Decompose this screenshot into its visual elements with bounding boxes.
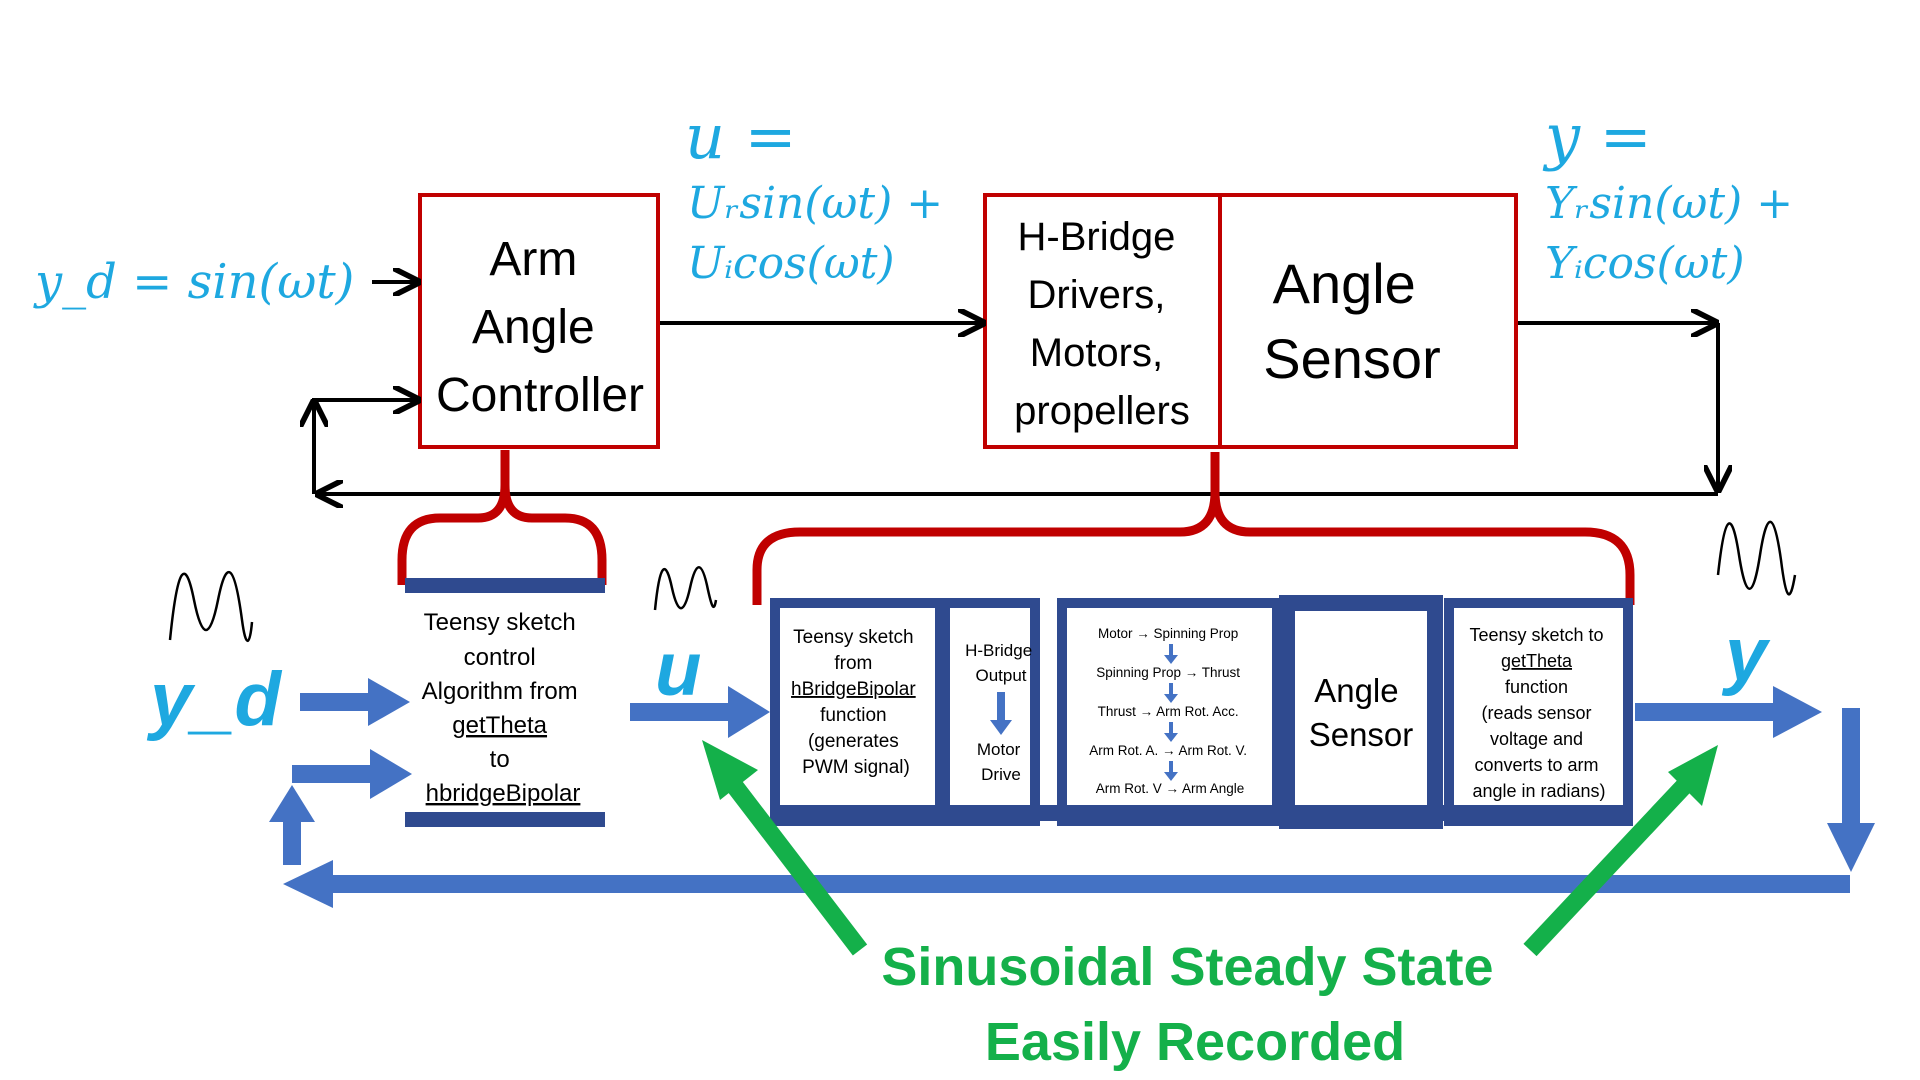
u-sine-squiggle [653, 566, 718, 611]
u-heading: u = [685, 100, 797, 173]
yd-equation: y_d = sin(ωt) [33, 254, 354, 310]
controller-label: Arm Angle Controller [436, 233, 644, 422]
sketch-gettheta-text: Teensy sketch to getTheta function (read… [1469, 625, 1608, 801]
hbridge-motors-block [983, 193, 1222, 449]
u-equation-line2: Uᵢcos(ωt) [687, 238, 895, 289]
physics-chain-arrows [1164, 644, 1178, 781]
y-heading: y = [1542, 100, 1652, 173]
y-sine-squiggle [1716, 520, 1797, 596]
output-to-drive-arrow [990, 692, 1012, 735]
steady-state-note: Sinusoidal Steady State Easily Recorded [881, 937, 1508, 1072]
plant-box-row [770, 595, 1633, 829]
controller-bottom-bar [405, 812, 605, 827]
bottom-angle-sensor-text: Angle Sensor [1309, 672, 1414, 753]
angle-sensor-box [1279, 595, 1443, 829]
y-equation-line2: Yᵢcos(ωt) [1545, 238, 1745, 289]
hbridge-output-text: H-Bridge Output [965, 641, 1037, 685]
u-signal-label: u [655, 627, 701, 712]
plant-brace [752, 452, 1635, 605]
angle-sensor-block [1218, 193, 1518, 449]
y-equation-line1: Yᵣsin(ωt) + [1545, 178, 1793, 229]
yd-signal-label: y_d [146, 657, 283, 742]
green-annotation-arrows [702, 740, 1718, 957]
angle-sensor-label: Angle Sensor [1263, 252, 1440, 390]
input-sine-squiggle [168, 570, 254, 643]
sketch-control-text: Teensy sketch control Algorithm from get… [422, 609, 585, 807]
hbridge-motors-label: H-Bridge Drivers, Motors, propellers [1014, 215, 1190, 433]
controller-top-bar [405, 578, 605, 593]
controller-block [418, 193, 660, 449]
physics-chain-text: Motor → Spinning Prop Spinning Prop → Th… [1089, 626, 1251, 796]
sketch-hbridge-text: Teensy sketch from hBridgeBipolar functi… [791, 627, 921, 778]
controller-brace [397, 450, 607, 585]
y-signal-label: y [1721, 612, 1771, 697]
top-signal-arrows [312, 282, 1718, 494]
hbridge-output-box [940, 598, 1040, 826]
u-equation-line1: Uᵣsin(ωt) + [687, 178, 943, 229]
motor-drive-text: Motor Drive [977, 740, 1025, 784]
bottom-signal-arrows [269, 678, 1875, 908]
plant-bottom-bar [775, 805, 1633, 821]
